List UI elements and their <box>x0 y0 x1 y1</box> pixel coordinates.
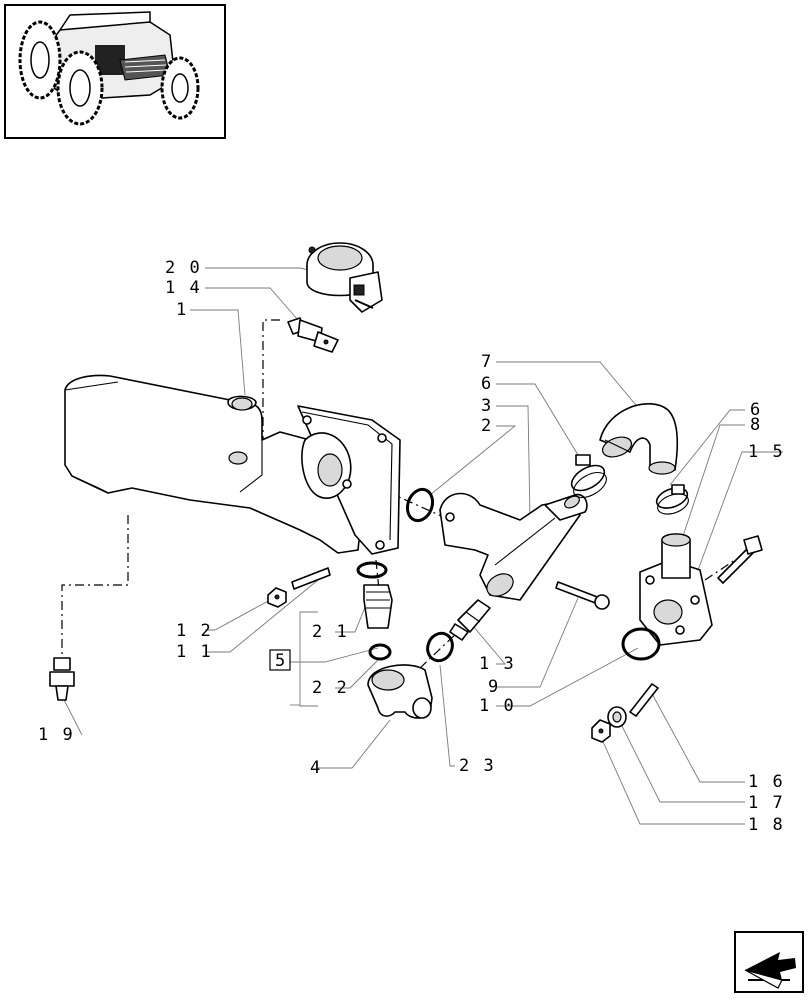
callout-13: 1 3 <box>479 654 516 674</box>
callout-4: 4 <box>310 758 322 778</box>
leader-lines <box>59 267 783 825</box>
bleed-screw-part-13 <box>449 599 491 641</box>
callout-9: 9 <box>488 677 500 697</box>
thermostat-housing-part-1 <box>64 374 401 555</box>
callout-3: 3 <box>481 396 493 416</box>
callout-21: 2 1 <box>312 622 349 642</box>
callout-12: 1 2 <box>176 621 213 641</box>
callout-16: 1 6 <box>748 772 785 792</box>
adapter-fitting-part-21 <box>356 561 393 661</box>
sender-unit-part-20 <box>306 242 383 313</box>
drain-fitting-part-19 <box>49 657 75 701</box>
elbow-fitting-part-4 <box>367 664 433 719</box>
callout-6a: 6 <box>481 374 493 394</box>
callout-10: 1 0 <box>479 696 516 716</box>
hose-clamp-part-6b <box>655 484 689 515</box>
nut-part-12 <box>267 587 287 608</box>
o-ring-part-10 <box>621 627 661 661</box>
callout-15: 1 5 <box>748 442 785 462</box>
callout-6b: 6 <box>750 400 762 420</box>
hose-clamp-part-6a <box>570 454 607 499</box>
callout-2: 2 <box>481 416 493 436</box>
next-page-arrow-icon[interactable] <box>734 931 804 993</box>
callout-5: 5 <box>275 651 287 671</box>
callout-20: 2 0 <box>165 258 202 278</box>
callout-11: 1 1 <box>176 642 213 662</box>
nut-part-18 <box>591 719 611 743</box>
o-ring-part-2 <box>405 487 435 523</box>
washer-part-17 <box>607 706 627 728</box>
callout-19: 1 9 <box>38 725 75 745</box>
callout-8: 8 <box>750 415 762 435</box>
outlet-pipe-part-3 <box>439 492 588 601</box>
callout-14: 1 4 <box>165 278 202 298</box>
callout-18: 1 8 <box>748 815 785 835</box>
tractor-thumbnail-icon[interactable] <box>4 4 226 139</box>
callout-box-5 <box>269 649 291 671</box>
stud-part-11 <box>291 567 331 590</box>
callout-23: 2 3 <box>459 756 496 776</box>
callout-labels: 2 0 1 4 1 7 6 3 2 6 8 1 5 1 2 1 1 2 1 5 … <box>38 258 785 835</box>
elbow-hose-part-7 <box>599 402 679 475</box>
o-ring-part-23 <box>426 631 454 663</box>
callout-17: 1 7 <box>748 793 785 813</box>
callout-7: 7 <box>481 352 493 372</box>
callout-1: 1 <box>176 300 188 320</box>
bolt-part-9 <box>555 581 610 610</box>
temperature-switch-part-14 <box>287 317 339 353</box>
group-bracket <box>299 611 318 707</box>
callout-22: 2 2 <box>312 678 349 698</box>
bypass-flange-part-15 <box>639 533 713 646</box>
bolt-part-8 <box>717 535 763 584</box>
stud-part-16 <box>629 683 659 717</box>
